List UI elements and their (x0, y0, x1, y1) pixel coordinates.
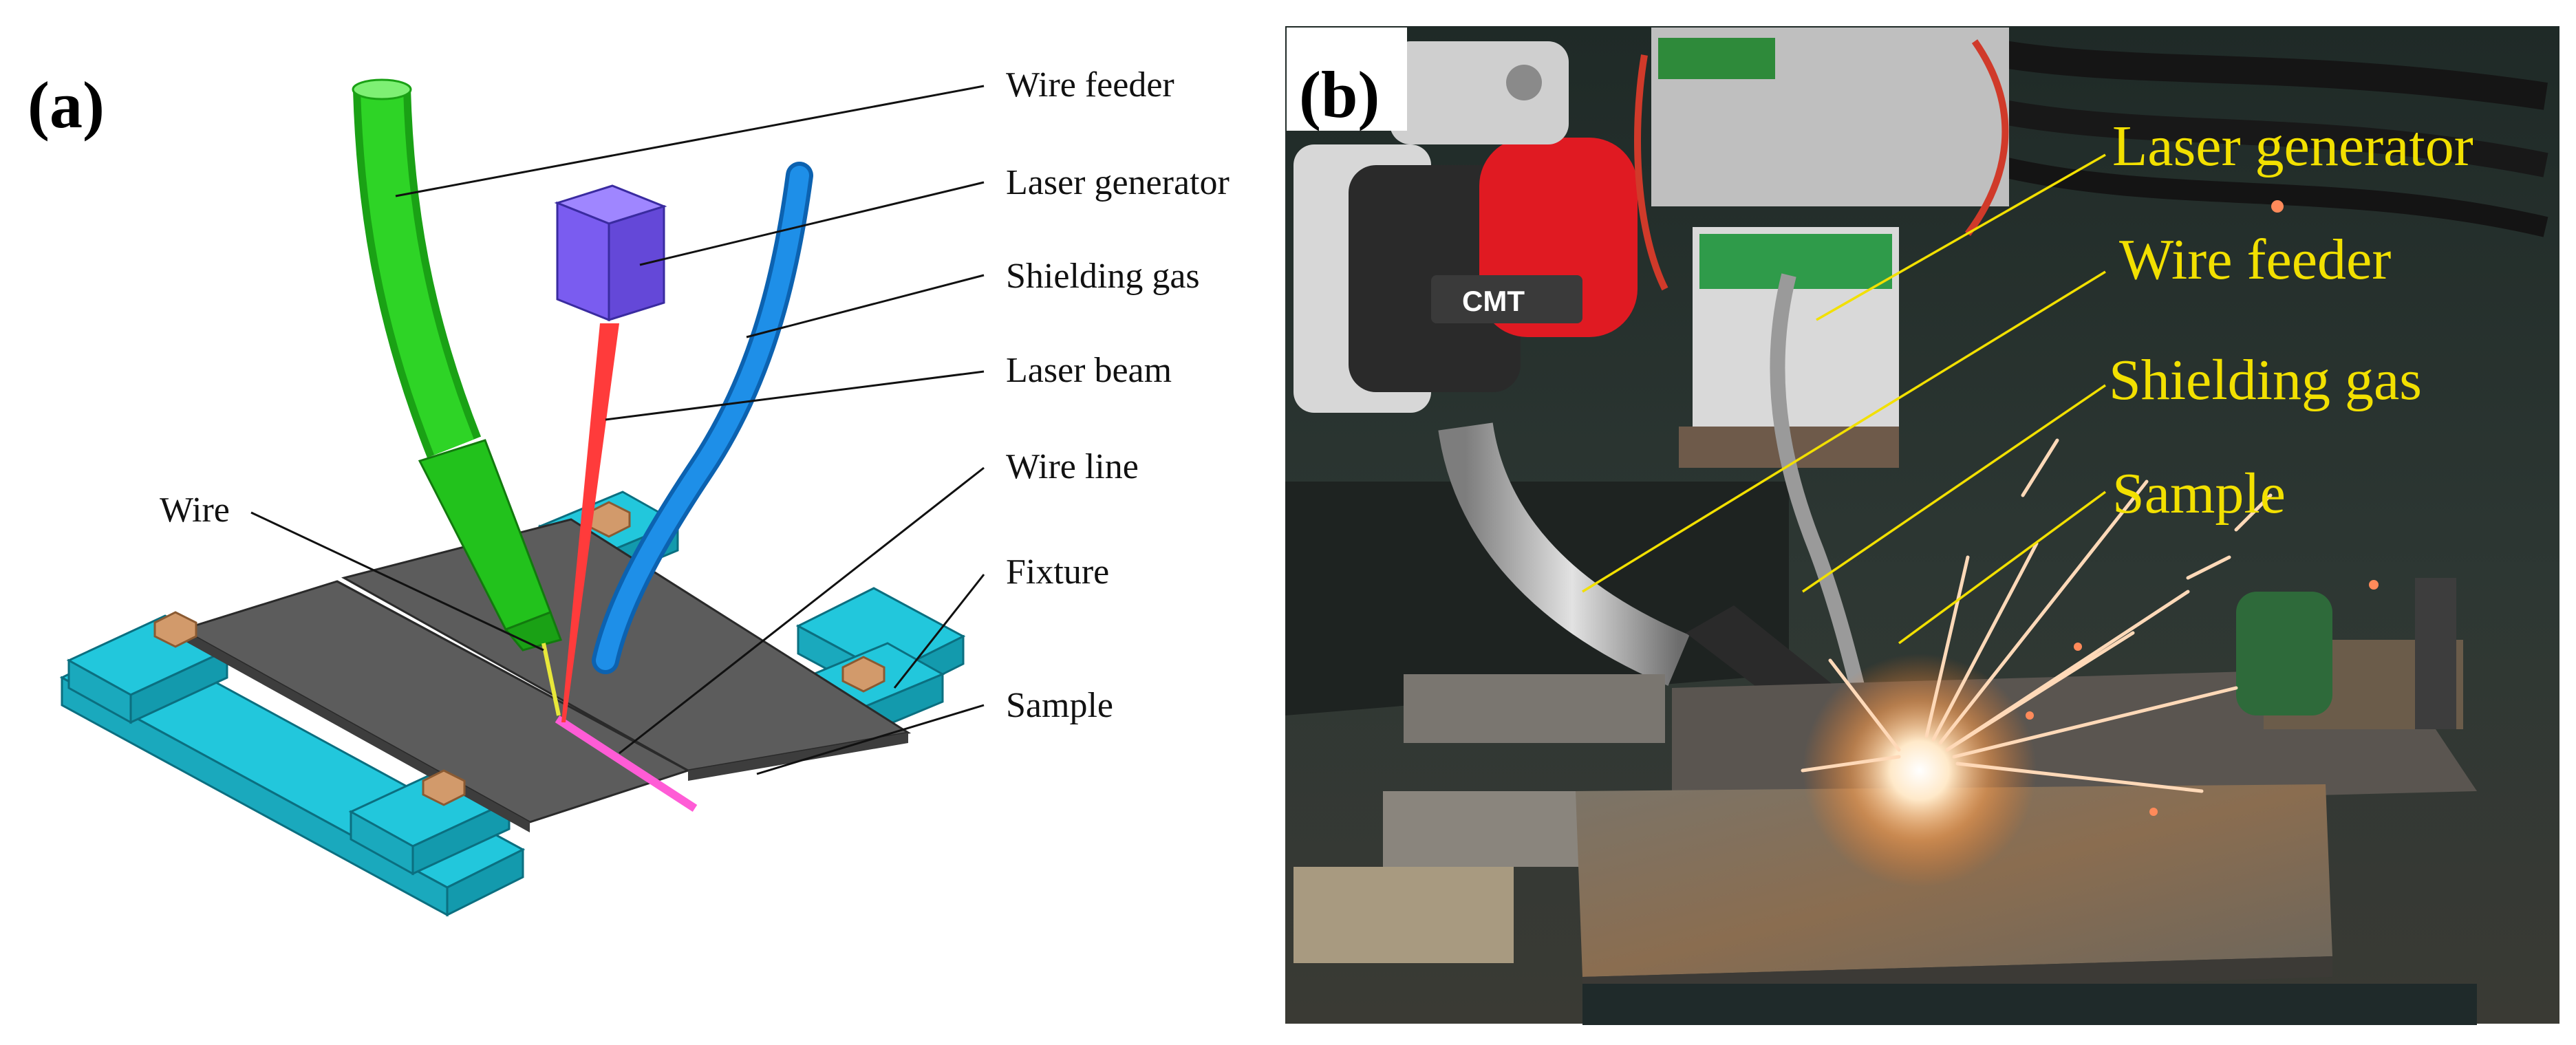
laser-generator (554, 184, 667, 322)
label-laser-generator: Laser generator (1006, 163, 1230, 202)
sparks (1801, 438, 2273, 793)
label-fixture: Fixture (1006, 552, 1109, 592)
wire-line (555, 715, 698, 812)
label-wire: Wire (160, 491, 230, 530)
bolts (153, 501, 886, 806)
label-wire-line: Wire line (1006, 447, 1139, 486)
spark-dots (2026, 200, 2379, 816)
label-wire-feeder: Wire feeder (1006, 65, 1174, 105)
photo-label-wire-feeder: Wire feeder (2119, 228, 2391, 292)
panel-a: (a) (28, 65, 1230, 917)
wire (541, 643, 561, 716)
panel-a-letter: (a) (28, 68, 105, 142)
panel-b-leaders (1582, 153, 2107, 645)
label-laser-beam: Laser beam (1006, 351, 1172, 390)
panel-a-leaders (250, 85, 985, 775)
panel-b-letter: (b) (1299, 58, 1380, 131)
photo-label-laser-generator: Laser generator (2112, 114, 2473, 178)
panel-b-letter-badge (1287, 28, 1407, 131)
laser-beam (561, 323, 619, 722)
panel-b: CMT (1285, 26, 2559, 1025)
label-sample: Sample (1006, 686, 1113, 725)
photo-label-sample: Sample (2112, 462, 2286, 526)
photo-label-shielding-gas: Shielding gas (2109, 348, 2422, 412)
torch-brand: CMT (1462, 285, 1525, 317)
welding-photo: CMT (1285, 26, 2559, 1025)
wire-feeder (352, 78, 562, 651)
label-shielding-gas: Shielding gas (1006, 257, 1200, 296)
